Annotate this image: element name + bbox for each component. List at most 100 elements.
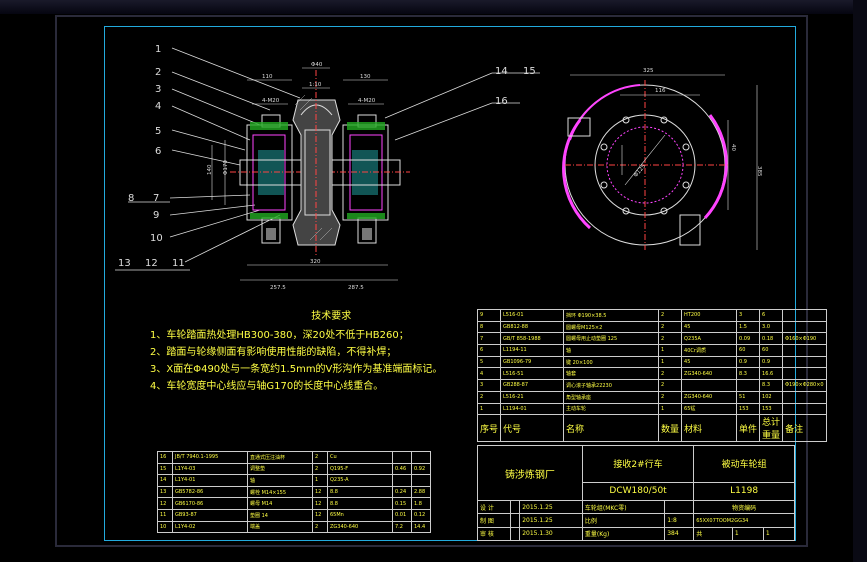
dim-257-5: 257.5 [270, 285, 286, 291]
bom-cell: ZG340-640 [681, 367, 738, 381]
window-right-edge [853, 0, 867, 562]
bom-cell: 60 [759, 344, 784, 357]
company-name: 铸涉炼钢厂 [477, 444, 583, 502]
parts-left-cell: 1 [312, 474, 328, 487]
bom-cell: L516-21 [500, 390, 565, 404]
parts-left-cell: 垫圈 14 [247, 508, 313, 522]
parts-left-cell: 13 [157, 485, 173, 499]
drawing-number: L1198 [693, 481, 795, 502]
bom-cell: 轴 [563, 344, 660, 357]
bom-cell: ZG340-640 [681, 390, 738, 404]
bom-cell: 9 [476, 309, 502, 322]
bom-cell: 1.5 [736, 320, 761, 334]
dim-130: 130 [360, 74, 371, 80]
balloon-14: 14 [495, 66, 508, 77]
bom-cell: 1 [658, 344, 683, 357]
bom-header-total-cell: 总计 重量 [759, 414, 784, 443]
parts-left-cell: 0.46 [392, 462, 412, 476]
balloon-4: 4 [155, 101, 161, 112]
bom-cell: 8.3 [759, 379, 784, 392]
bom-remark-cell: Φ160×Φ190 [782, 332, 827, 346]
balloon-9: 9 [153, 210, 159, 221]
parts-left-cell: L1Y4-03 [172, 462, 248, 476]
balloon-13: 13 [118, 258, 131, 269]
parts-left-cell: 12 [157, 497, 173, 510]
bom-cell: 0.18 [759, 332, 784, 346]
bom-remark-cell [782, 309, 827, 322]
bom-cell: 2 [658, 309, 683, 322]
bom-remark-cell [782, 390, 827, 404]
bom-cell: GB1096-79 [500, 355, 565, 369]
parts-left-cell: 2.88 [411, 485, 431, 499]
drawer-label: 制 图 [476, 513, 512, 528]
parts-left-cell: L1Y4-02 [172, 520, 248, 534]
parts-left-cell [392, 474, 412, 487]
dim-ratio: 1:10 [309, 82, 322, 88]
parts-left-cell: 2 [312, 520, 328, 534]
balloon-3: 3 [155, 84, 161, 95]
bom-cell: 45 [681, 320, 738, 334]
bom-cell: 6 [759, 309, 784, 322]
bom-header-mass: 单件 [736, 414, 761, 443]
bom-header-no: 序号 [476, 414, 502, 443]
bom-cell: 5 [476, 355, 502, 369]
parts-left-cell: Cu [327, 451, 393, 464]
bom-header-row: 序号 代号 名称 数量 材料 单件 总计 重量 备注 [476, 414, 827, 443]
parts-left-cell: 端盖 [247, 520, 313, 534]
dim-4m20-left: 4-M20 [262, 98, 280, 104]
bom-cell: GB/T 858-1988 [500, 332, 565, 346]
parts-left-cell: 直通式压注油杯 [247, 451, 313, 464]
window-top-edge [0, 0, 867, 14]
bom-cell: GB812-88 [500, 320, 565, 334]
notes-title: 技术要求 [311, 311, 352, 322]
parts-left-cell: 12 [312, 485, 328, 499]
parts-left-cell: 7.2 [392, 520, 412, 534]
bom-header-name: 名称 [563, 414, 660, 443]
note-line-2: 2、踏面与轮缘侧面有影响使用性能的缺陷，不得补焊； [150, 347, 397, 358]
bom-cell: 0.9 [736, 355, 761, 369]
parts-left-cell: JB/T 7940.1-1995 [172, 451, 248, 464]
parts-left-cell: 0.01 [392, 508, 412, 522]
parts-left-cell: L1Y4-01 [172, 474, 248, 487]
dim-170: Φ170 [223, 160, 229, 175]
weight-label: 重量(Kg) [581, 526, 666, 542]
parts-left-cell: 0.24 [392, 485, 412, 499]
bom-cell: 1 [658, 402, 683, 416]
bom-cell: 挡环 Φ190×38.5 [563, 309, 660, 322]
parts-left-cell: 8.8 [327, 497, 393, 510]
designer-label: 设 计 [476, 500, 512, 515]
bom-cell: HT200 [681, 309, 738, 322]
parts-left-cell: Q235-A [327, 474, 393, 487]
draw-date: 2015.1.25 [519, 513, 583, 528]
bom-header-material: 材料 [681, 414, 738, 443]
bom-cell: 65锰 [681, 402, 738, 416]
parts-left-cell: 调整垫 [247, 462, 313, 476]
dim-325: 325 [643, 68, 654, 74]
title-block: 铸涉炼钢厂 接收2#行车 被动车轮组 DCW180/50t L1198 设 计 … [476, 444, 796, 542]
bom-cell: Q235A [681, 332, 738, 346]
bom-cell: 16.6 [759, 367, 784, 381]
bom-cell: 2 [658, 390, 683, 404]
parts-left-cell: 15 [157, 462, 173, 476]
balloon-5: 5 [155, 126, 161, 137]
name-label: 车轮组(MKC零) [581, 500, 666, 515]
dim-385: 385 [756, 166, 762, 177]
bom-cell: 2 [658, 379, 683, 392]
balloon-16: 16 [495, 96, 508, 107]
bom-cell: 0.9 [759, 355, 784, 369]
parts-left-cell: 0.92 [411, 462, 431, 476]
dim-40-right: 40 [730, 144, 736, 151]
parts-left-cell: 11 [157, 508, 173, 522]
bom-cell: 2 [476, 390, 502, 404]
